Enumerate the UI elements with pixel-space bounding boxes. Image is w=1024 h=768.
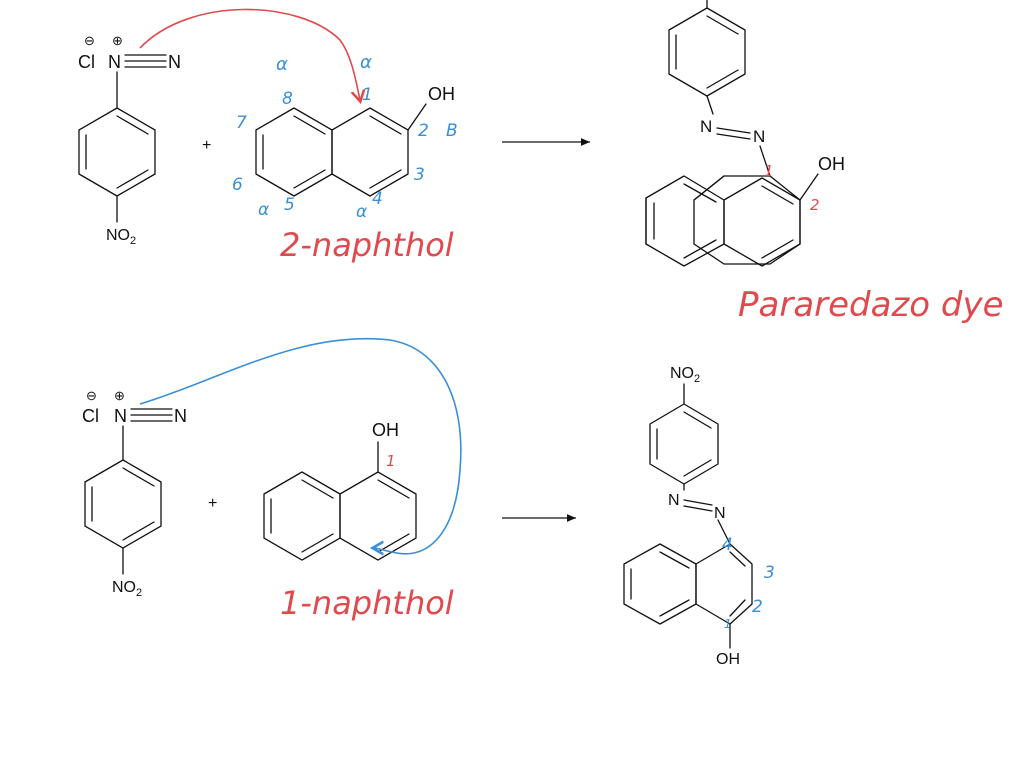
- oh-label: OH: [372, 420, 399, 440]
- pos-1: 1: [724, 617, 732, 631]
- diazonium-n1-label: N: [114, 406, 127, 426]
- pos-2: 2: [752, 597, 763, 617]
- naphthol-2: OH α α 8 1 7 2 B 6 3 α 5 α 4 2-naphthol: [232, 52, 458, 264]
- triple-bond: [124, 54, 167, 68]
- oh-label: OH: [428, 84, 455, 104]
- electron-arrow-blue: [139, 338, 462, 554]
- chloride-label: Cl: [78, 52, 95, 72]
- azo-n-right: N: [714, 505, 726, 522]
- product-nitro-label: NO2: [670, 365, 700, 385]
- naphthol-1: OH 1 1-naphthol: [263, 420, 454, 622]
- reaction-1: ⊖ ⊕ Cl N N NO2 +: [78, 0, 1004, 325]
- pos-4: 4: [722, 535, 733, 555]
- naphthalene-outline: [693, 175, 801, 265]
- plus-sign: +: [208, 495, 217, 512]
- plus-sign: +: [202, 137, 211, 154]
- product-oh-label: OH: [716, 651, 740, 668]
- chloride-label: Cl: [82, 406, 99, 426]
- pos-1: 1: [386, 452, 396, 470]
- alpha-bottom-left: α: [258, 200, 269, 220]
- product-1: N N OH 1 2 Pararedazo dye: [645, 0, 1004, 325]
- reaction-2: ⊖ ⊕ Cl N N NO2 +: [82, 338, 775, 668]
- product-oh-label: OH: [818, 154, 845, 174]
- diazonium-n2-label: N: [174, 406, 187, 426]
- alpha-bottom-right: α: [356, 202, 367, 222]
- naphthol-2-name: 2-naphthol: [280, 226, 454, 264]
- diazonium-n1-label: N: [108, 52, 121, 72]
- benzene-ring: [84, 459, 162, 549]
- azo-n-left: N: [700, 117, 712, 136]
- position-annotations: α α 8 1 7 2 B 6 3 α 5 α 4: [232, 52, 458, 222]
- pos-8: 8: [282, 89, 293, 109]
- product-1-name: Pararedazo dye: [738, 285, 1004, 325]
- pos-2: 2: [418, 121, 429, 141]
- triple-bond: [130, 408, 173, 422]
- diazonium-n2-label: N: [168, 52, 181, 72]
- naphthol-1-name: 1-naphthol: [280, 584, 454, 622]
- positive-charge-icon: ⊕: [114, 388, 125, 403]
- product-position-labels: 4 3 2 1: [722, 535, 775, 631]
- electron-arrow-red: [139, 8, 360, 100]
- pos-7: 7: [236, 113, 247, 133]
- positive-charge-icon: ⊕: [112, 33, 123, 48]
- beta-right: B: [446, 121, 458, 141]
- pos-4: 4: [372, 189, 383, 209]
- pos-5: 5: [284, 195, 295, 215]
- product-2: NO2 N N OH 4 3 2 1: [623, 365, 775, 668]
- nitro-label: NO2: [106, 227, 136, 247]
- diazonium-salt-2: ⊖ ⊕ Cl N N NO2: [82, 388, 187, 599]
- naphthalene-left-ring: [255, 107, 333, 197]
- negative-charge-icon: ⊖: [86, 388, 97, 403]
- pos-6: 6: [232, 175, 243, 195]
- benzene-ring: [78, 107, 156, 197]
- pos-3: 3: [764, 563, 775, 583]
- negative-charge-icon: ⊖: [84, 33, 95, 48]
- alpha-top-right: α: [360, 52, 372, 73]
- product-pos-2: 2: [810, 196, 820, 214]
- pos-1: 1: [362, 85, 373, 105]
- nitro-label: NO2: [112, 579, 142, 599]
- product-pos-1: 1: [764, 162, 774, 180]
- pos-3: 3: [414, 165, 425, 185]
- diazonium-salt-1: ⊖ ⊕ Cl N N NO2: [78, 33, 181, 247]
- azo-n-left: N: [668, 492, 680, 509]
- azo-n-right: N: [753, 127, 765, 146]
- alpha-top-left: α: [276, 54, 288, 75]
- naphthalene-right-ring: [331, 107, 409, 197]
